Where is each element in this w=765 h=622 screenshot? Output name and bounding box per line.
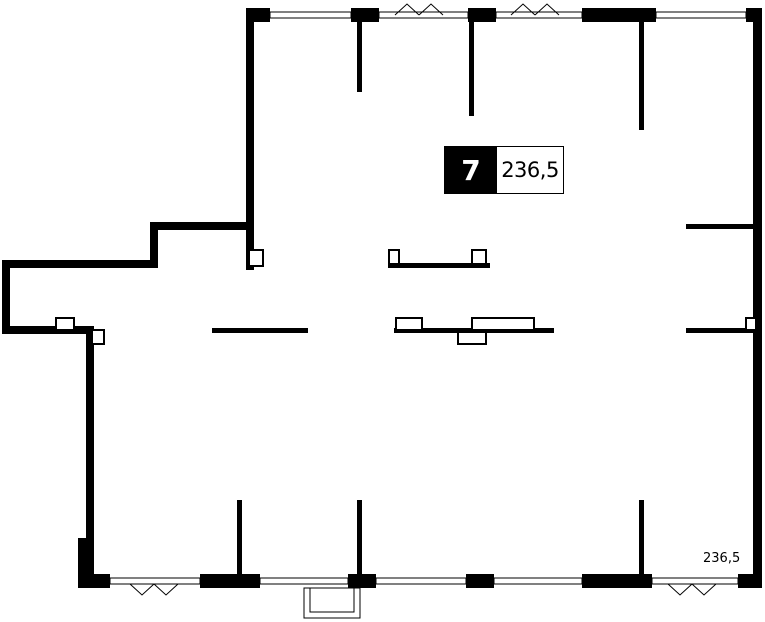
window-openings-bottom [129,583,717,596]
corner-area-label: 236,5 [703,551,741,566]
entrance-step [303,587,361,619]
columns [55,249,757,345]
unit-badge: 7 236,5 [444,146,564,194]
unit-area: 236,5 [497,147,563,193]
window-openings-top [394,3,560,16]
unit-number: 7 [445,147,497,193]
windows-bottom [109,577,739,585]
exterior-walls [2,8,762,588]
interior-walls [212,20,756,576]
windows-top [269,11,747,19]
